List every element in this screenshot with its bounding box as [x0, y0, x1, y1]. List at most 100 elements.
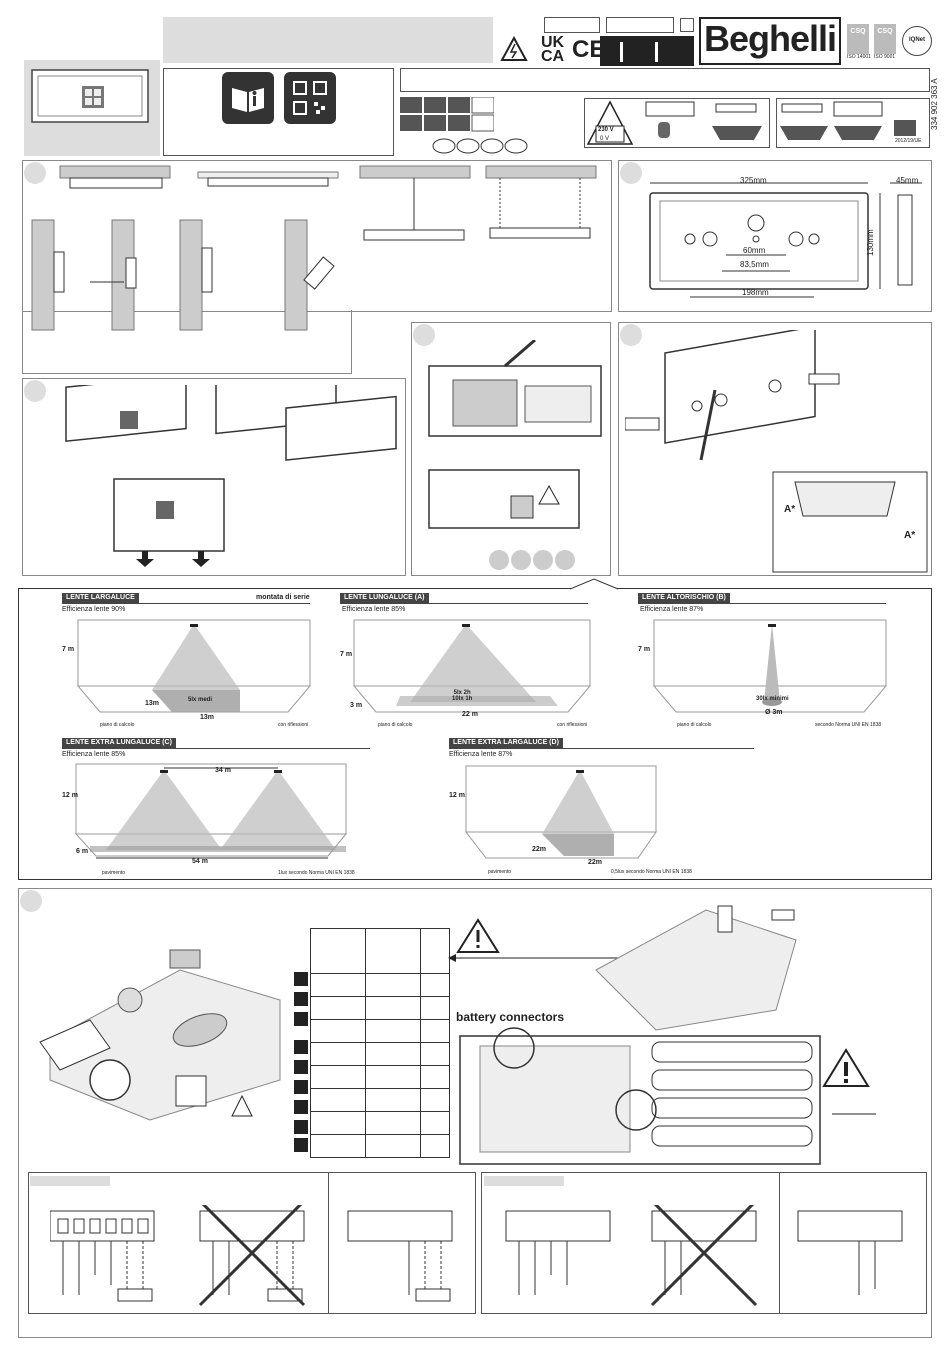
terminal-panel-right	[481, 1172, 927, 1314]
cable-entry-illustrations	[625, 330, 928, 573]
manual-info-panel	[163, 68, 394, 156]
step-3-marker	[24, 380, 46, 402]
product-image	[31, 69, 149, 123]
lens-5-title: LENTE EXTRA LARGALUCE (D)	[449, 738, 563, 748]
lens-photometry-section	[18, 588, 932, 880]
step-6-marker	[20, 890, 42, 912]
lens-2-left-foot: piano di calcolo	[378, 722, 413, 728]
lens-2-diagram	[352, 619, 592, 713]
opening-section	[22, 378, 406, 576]
header-bar-tick-2	[655, 42, 658, 62]
disposal-zero-volt-label: 0 V	[600, 136, 610, 142]
qr-code-icon	[284, 72, 336, 124]
header-gray-panel	[163, 17, 493, 63]
dim-width: 325mm	[740, 176, 767, 185]
lens-1-right-foot: con riflessioni	[278, 722, 309, 728]
terminal-left-header-bar	[30, 1176, 110, 1186]
mounting-section-ext	[22, 310, 352, 374]
qr-icon	[293, 81, 327, 115]
lens-2-lux: 5lx 2h 10lx 1h	[452, 690, 473, 702]
lens-3-rule	[638, 603, 886, 604]
lens-1-dim-side: 13m	[145, 700, 160, 707]
csq-9001-caption: ISO 9001	[874, 54, 896, 60]
lens-2-efficiency: Efficienza lente 85%	[342, 606, 406, 613]
pcb-left-drawing	[39, 949, 281, 1121]
lens-2-dim-front: 22 m	[462, 711, 478, 718]
lens-4-dim-front: 54 m	[192, 858, 208, 865]
lens-1-efficiency: Efficienza lente 90%	[62, 606, 126, 613]
ce-mark: CE	[572, 36, 606, 63]
led-status-table	[310, 928, 450, 1158]
mounting-illustrations	[31, 165, 597, 331]
document-code: 334 902 363 A	[930, 78, 939, 130]
brand-logo-box	[699, 17, 841, 65]
marker-a-star-2: A*	[904, 530, 916, 541]
board-illustrations	[428, 340, 602, 570]
dim-depth: 45mm	[896, 176, 919, 185]
lens-5-rule	[449, 748, 754, 749]
lens-4-dim-top: 34 m	[215, 767, 231, 774]
dim-hole-198: 198mm	[742, 288, 769, 297]
board-section	[411, 322, 611, 576]
lens-callout-notch	[570, 578, 619, 590]
lens-4-efficiency: Efficienza lente 85%	[62, 751, 126, 758]
marker-a-star-1: A*	[784, 504, 796, 515]
lens-3-diagram	[652, 619, 888, 713]
version-grid	[400, 96, 495, 133]
lens-1-dim-front: 13m	[200, 714, 215, 721]
header-code-box-1	[544, 17, 600, 33]
lens-4-right-foot: 1lux secondo Norma UNI EN 1838	[278, 870, 355, 876]
terminal-panel-left	[28, 1172, 476, 1314]
header-code-box-2	[606, 17, 674, 33]
lens-2-rule	[340, 603, 588, 604]
lens-5-left-foot: pavimento	[488, 869, 512, 875]
csq-9001-badge: CSQ	[874, 24, 896, 54]
step-1-marker	[24, 162, 46, 184]
product-description-box	[400, 68, 930, 92]
lens-5-height: 12 m	[449, 792, 465, 799]
lens-5-dim-side: 22m	[532, 846, 547, 853]
battery-pcb-drawing	[459, 905, 876, 1165]
lens-5-dim-front: 22m	[588, 859, 603, 866]
header-checkbox	[680, 18, 694, 32]
lens-3-height: 7 m	[638, 646, 651, 653]
csq-14001-caption: ISO 14001	[847, 54, 871, 60]
lens-1-rule	[62, 603, 310, 604]
disposal-voltage-label: 230 V	[598, 127, 614, 133]
csq-14001-badge: CSQ	[847, 24, 869, 54]
cable-entry-section	[618, 322, 932, 576]
weee-directive-label: 2012/19/UE	[895, 138, 922, 144]
recycling-graphic	[780, 101, 916, 140]
brand-logo: Beghelli	[704, 18, 837, 59]
lens-1-note: montata di serie	[256, 594, 310, 601]
step-4-marker	[413, 324, 435, 346]
dim-height: 130mm	[866, 229, 875, 256]
dim-hole-83: 83,5mm	[740, 260, 769, 269]
lens-3-right-foot: secondo Norma UNI EN 1838	[815, 722, 882, 728]
header-bar-tick-1	[620, 42, 623, 62]
terminal-right-divider	[779, 1172, 780, 1314]
lens-2-dim-side: 3 m	[350, 702, 363, 709]
disposal-warning-graphic	[586, 100, 762, 145]
recycling-panel	[776, 98, 930, 148]
dim-hole-60: 60mm	[743, 246, 766, 255]
lens-5-right-foot: 0,5lux secondo Norma UNI EN 1838	[611, 869, 692, 875]
book-info-icon	[232, 88, 264, 112]
product-thumbnail-panel	[24, 60, 160, 156]
dimensions-section	[618, 160, 932, 312]
lens-1-lux: 5lx medi	[188, 697, 213, 703]
step-2-marker	[620, 162, 642, 184]
wiring-section	[18, 888, 932, 1338]
lens-2-height: 7 m	[340, 651, 353, 658]
lens-5-diagram	[464, 765, 657, 859]
terminal-block-diagrams	[50, 1205, 903, 1307]
lens-2-title: LENTE LUNGALUCE (A)	[340, 593, 429, 603]
lens-1-diagram	[76, 619, 312, 713]
lens-4-title: LENTE EXTRA LUNGALUCE (C)	[62, 738, 176, 748]
lens-4-diagram	[74, 763, 348, 859]
disposal-warning-panel	[584, 98, 770, 148]
battery-connectors-label: battery connectors	[456, 1010, 565, 1024]
lens-5-efficiency: Efficienza lente 87%	[449, 751, 513, 758]
lens-4-rule	[62, 748, 370, 749]
